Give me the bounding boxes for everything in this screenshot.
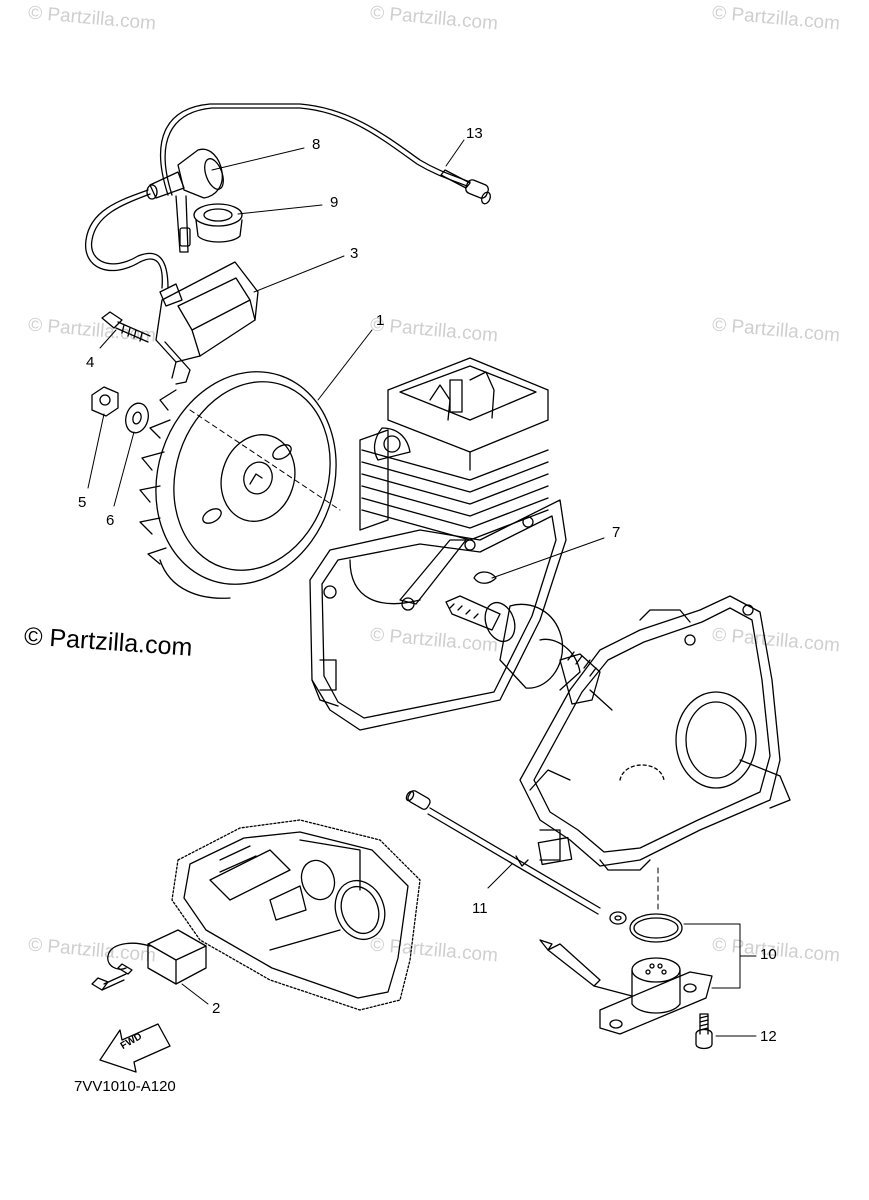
fan-housing (171, 819, 421, 1011)
high-tension-cord (159, 103, 491, 205)
ignition-coil (155, 261, 259, 385)
callout-9: 9 (330, 194, 339, 211)
callout-12: 12 (760, 1028, 777, 1045)
ground-lead-wire (405, 790, 627, 925)
flywheel (139, 371, 337, 599)
callout-5: 5 (78, 494, 87, 511)
plug-cap (146, 148, 224, 253)
callout-6: 6 (106, 512, 115, 529)
coil-bolt (101, 311, 151, 343)
oil-level-switch (539, 913, 713, 1035)
crankshaft (445, 595, 613, 711)
callout-10: 10 (760, 946, 777, 963)
callout-7: 7 (612, 524, 621, 541)
switch-bolt (695, 1013, 713, 1050)
diagram-code: 7VV1010-A120 (74, 1078, 176, 1095)
callout-4: 4 (86, 354, 95, 371)
crankcase-cover (519, 595, 791, 871)
cdi-unit (91, 929, 207, 991)
crankcase (309, 357, 567, 731)
callout-8: 8 (312, 136, 321, 153)
callout-3: 3 (350, 245, 359, 262)
flywheel-nut (91, 386, 119, 417)
leader-lines (87, 139, 757, 1037)
callout-1: 1 (376, 312, 385, 329)
callout-11: 11 (472, 900, 488, 917)
alignment-lines (189, 409, 659, 911)
spark-boot (193, 203, 243, 243)
callout-13: 13 (466, 125, 483, 142)
callout-2: 2 (212, 1000, 221, 1017)
flywheel-washer (125, 402, 149, 434)
coil-lead-wire (85, 189, 169, 289)
woodruff-key (473, 571, 497, 584)
fwd-arrow-icon (99, 1023, 171, 1073)
